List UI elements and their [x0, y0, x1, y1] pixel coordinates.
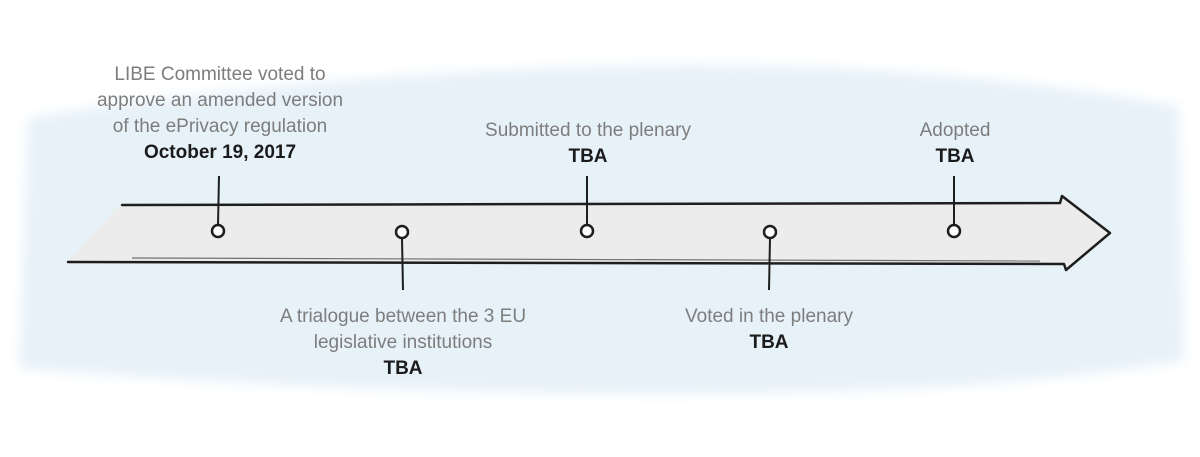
milestone-marker-trilogue: [394, 224, 410, 291]
milestone-date: October 19, 2017: [143, 142, 297, 163]
milestone-marker-libe-vote: [210, 175, 226, 239]
milestone-marker-voted: [762, 224, 778, 291]
milestone-marker-adopted: [946, 176, 962, 239]
milestone-description: Submitted to the plenary: [485, 120, 691, 141]
milestone-description: Voted in the plenary: [685, 306, 853, 327]
milestone-date: TBA: [935, 146, 975, 167]
timeline-arrow-outline: [66, 194, 1112, 272]
milestone-date: TBA: [383, 358, 423, 379]
milestone-description: Adopted: [919, 120, 991, 141]
milestone-marker-submitted: [579, 176, 595, 239]
milestone-adopted: Adopted TBA: [855, 118, 1055, 170]
milestone-voted: Voted in the plenary TBA: [619, 304, 919, 356]
milestone-submitted: Submitted to the plenary TBA: [418, 118, 758, 170]
milestone-libe-vote: LIBE Committee voted to approve an amend…: [40, 62, 400, 166]
milestone-date: TBA: [749, 332, 789, 353]
milestone-date: TBA: [568, 146, 608, 167]
milestone-trilogue: A trialogue between the 3 EU legislative…: [223, 304, 583, 382]
milestone-description: A trialogue between the 3 EU legislative…: [279, 306, 527, 353]
milestone-description: LIBE Committee voted to approve an amend…: [96, 64, 344, 137]
